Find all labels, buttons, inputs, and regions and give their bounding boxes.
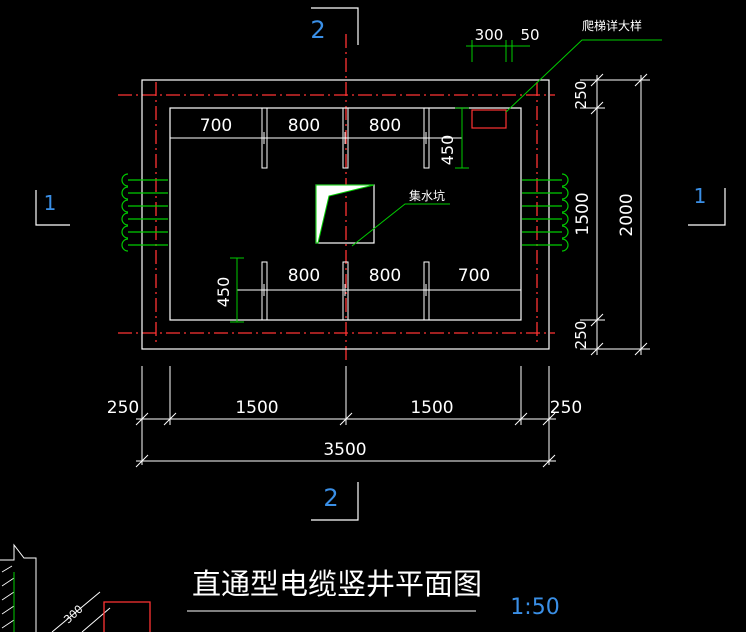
- ladder-detail-label: 爬梯详大样: [582, 18, 642, 33]
- drawing-title: 直通型电缆竖井平面图: [192, 567, 482, 601]
- dim-right-250-top: 250: [572, 81, 590, 110]
- dim-bottom-1500-left: 1500: [235, 398, 278, 418]
- section-marker-left: [35, 190, 70, 226]
- bracket: [261, 261, 268, 321]
- dim-bottom-800-a: 800: [288, 266, 320, 286]
- dim-bottom-250-right: 250: [550, 398, 582, 418]
- partial-detail-fragment: [0, 543, 151, 632]
- section-label-right: 1: [694, 184, 707, 208]
- outer-wall: [141, 79, 550, 350]
- dim-top-800-a: 800: [288, 116, 320, 136]
- drawing-scale: 1:50: [510, 595, 559, 620]
- dim-top-800-b: 800: [369, 116, 401, 136]
- dim-top-300: 300: [475, 26, 504, 44]
- axis-lines: [118, 34, 555, 362]
- dim-right-1500: 1500: [573, 192, 593, 235]
- section-label-left: 1: [44, 191, 57, 215]
- bottom-brackets: [261, 261, 430, 321]
- ladder-leader: [505, 39, 662, 113]
- dim-bottom-800-b: 800: [369, 266, 401, 286]
- sump-label: 集水坑: [409, 188, 445, 203]
- right-vertical-dimensions: [580, 73, 650, 356]
- bottom-row-dimension: [237, 284, 522, 296]
- section-marker-right: [688, 188, 726, 226]
- bottom-horizontal-dimensions: [135, 366, 556, 468]
- dim-bottom-1500-right: 1500: [410, 398, 453, 418]
- section-marker-top: [311, 7, 359, 45]
- dim-bottom-3500: 3500: [323, 440, 366, 460]
- upper-450-dimension: [455, 107, 469, 169]
- top-300-50-dimension: [466, 40, 530, 62]
- dim-top-700: 700: [200, 116, 232, 136]
- dim-bottom-250-left: 250: [107, 398, 139, 418]
- dim-lower-450: 450: [214, 277, 233, 308]
- left-rebar-bundle: [121, 173, 168, 252]
- dim-upper-450: 450: [438, 135, 457, 166]
- lower-450-dimension: [230, 257, 244, 323]
- section-label-bottom: 2: [323, 484, 338, 512]
- dim-corner-300: 300: [61, 603, 85, 627]
- section-marker-bottom: [311, 482, 359, 521]
- dim-bottom-700: 700: [458, 266, 490, 286]
- dim-top-50: 50: [520, 26, 539, 44]
- ladder-marker: [471, 109, 507, 129]
- top-row-dimension: [169, 132, 462, 144]
- right-rebar-bundle: [522, 173, 569, 252]
- sump-leader: [351, 203, 450, 247]
- section-label-top: 2: [310, 16, 325, 44]
- bracket: [423, 261, 430, 321]
- bracket: [342, 261, 349, 321]
- dim-right-2000: 2000: [617, 193, 637, 236]
- sump-pit: [315, 184, 375, 244]
- dim-right-250-bottom: 250: [572, 321, 590, 350]
